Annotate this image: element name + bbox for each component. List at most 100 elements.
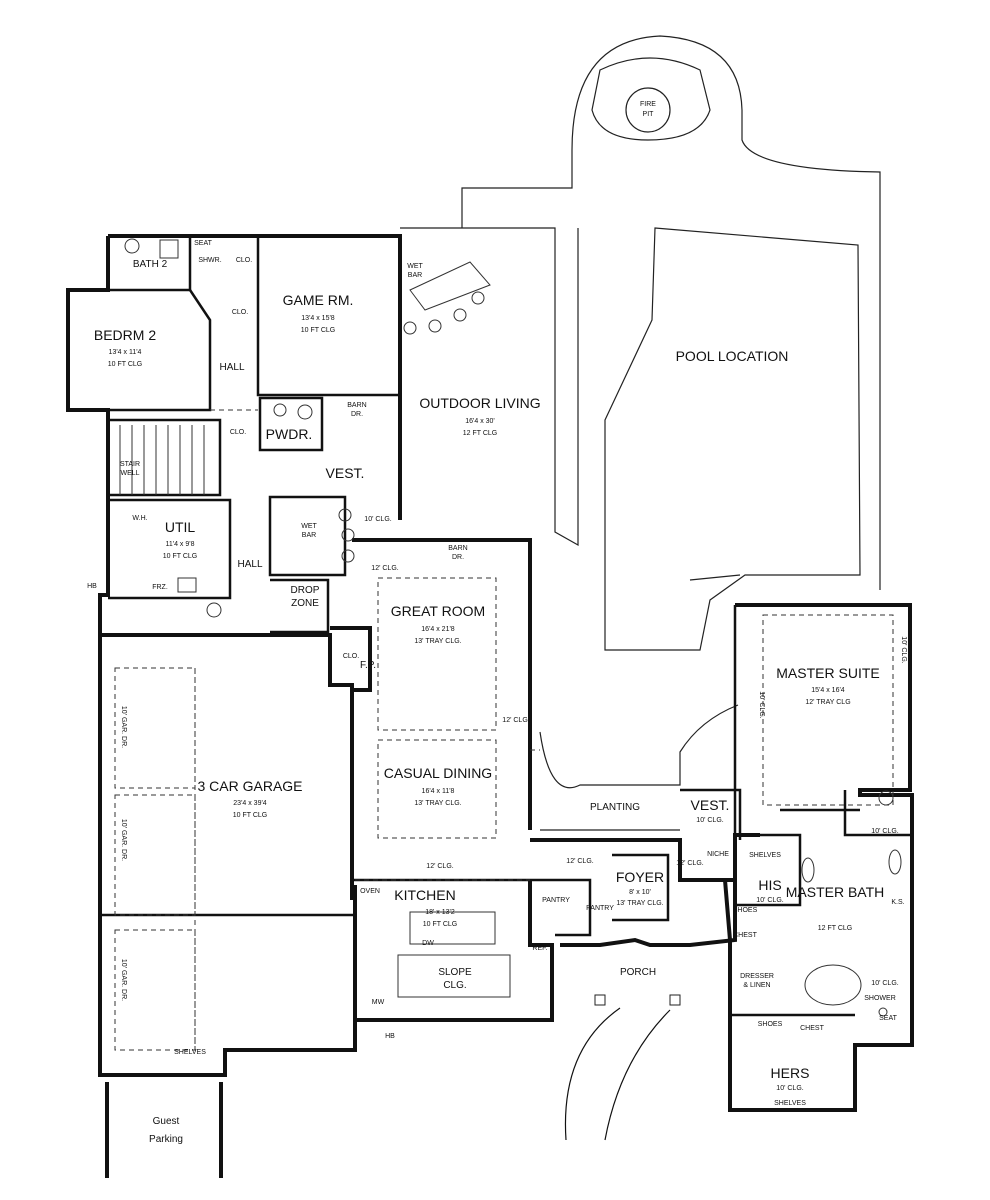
- casual-dining-size: 16'4 x 11'8: [422, 788, 455, 795]
- slope-2: CLG.: [443, 980, 466, 991]
- outdoor-living-clg: 12 FT CLG: [463, 430, 498, 437]
- chest-a: CHEST: [733, 932, 757, 939]
- drop-zone-1: DROP: [291, 585, 320, 596]
- planting-label: PLANTING: [590, 802, 640, 813]
- outdoor-living-name: OUTDOOR LIVING: [419, 395, 540, 411]
- vest-master-clg: 10' CLG.: [696, 817, 723, 824]
- bedrm2-name: BEDRM 2: [94, 327, 156, 343]
- master-suite-clg-b: 10' CLG.: [900, 636, 907, 663]
- pool-outline: [604, 227, 861, 651]
- hers-clg: 10' CLG.: [776, 1085, 803, 1092]
- ceiling-lines: [114, 409, 894, 1051]
- bedrm2-clg: 10 FT CLG: [108, 361, 143, 368]
- barn-dr-2a: BARN: [448, 545, 467, 552]
- garage-clg: 10 FT CLG: [233, 812, 268, 819]
- hers-name: HERS: [771, 1065, 810, 1081]
- util-size: 11'4 x 9'8: [165, 541, 194, 548]
- outdoor-living-size: 16'4 x 30': [465, 418, 495, 425]
- pwdr-label: PWDR.: [266, 426, 313, 442]
- foyer-clg: 13' TRAY CLG.: [616, 900, 663, 907]
- sink-icon: [124, 238, 140, 254]
- garage-shelves: SHELVES: [174, 1049, 206, 1056]
- kitchen-size: 18' x 13'2: [425, 909, 455, 916]
- wet-bar-inner-1: WET: [301, 523, 317, 530]
- hers-shelves: SHELVES: [774, 1100, 806, 1107]
- niche-label: NICHE: [707, 851, 729, 858]
- great-room-clg: 13' TRAY CLG.: [414, 638, 461, 645]
- shower-label: SHOWER: [864, 995, 896, 1002]
- dresser-2: & LINEN: [743, 982, 770, 989]
- porch-label: PORCH: [620, 967, 656, 978]
- bath2-label: BATH 2: [133, 259, 168, 270]
- tub-icon: [804, 964, 862, 1006]
- garage-door-1: 10' GAR. DR.: [120, 706, 127, 748]
- garage-name: 3 CAR GARAGE: [197, 778, 302, 794]
- dresser-1: DRESSER: [740, 973, 774, 980]
- fixtures: [119, 238, 902, 1017]
- vest-master-name: VEST.: [691, 797, 730, 813]
- stair-well-2: WELL: [120, 470, 139, 477]
- wc-clg: 10' CLG.: [871, 828, 898, 835]
- his-name: HIS: [758, 877, 781, 893]
- his-clg: 10' CLG.: [756, 897, 783, 904]
- slope-1: SLOPE: [438, 967, 472, 978]
- master-bath-clg: 12 FT CLG: [818, 925, 853, 932]
- his-shelves: SHELVES: [749, 852, 781, 859]
- bath2-clo: CLO.: [236, 257, 252, 264]
- his-shoes: SHOES: [733, 907, 758, 914]
- wet-bar-outdoor-1: WET: [407, 263, 423, 270]
- bedrm2-size: 13'4 x 11'4: [109, 349, 142, 356]
- guest-parking-1: Guest: [153, 1116, 180, 1127]
- barn-dr-1a: BARN: [347, 402, 366, 409]
- vest-label: VEST.: [326, 465, 365, 481]
- guest-parking-2: Parking: [149, 1134, 183, 1145]
- great-room-size: 16'4 x 21'8: [421, 626, 455, 633]
- master-suite-name: MASTER SUITE: [776, 665, 879, 681]
- great-room-name: GREAT ROOM: [391, 603, 485, 619]
- pantry-b: PANTRY: [586, 905, 614, 912]
- fire-pit-1: FIRE: [640, 101, 656, 108]
- fire-pit-2: PIT: [643, 111, 655, 118]
- hb-b: HB: [385, 1033, 395, 1040]
- master-suite-clg: 12' TRAY CLG: [805, 699, 850, 706]
- chest-b: CHEST: [800, 1025, 824, 1032]
- fp-clo: CLO.: [343, 653, 359, 660]
- ref-label: REF.: [532, 945, 547, 952]
- pool-label: POOL LOCATION: [676, 348, 789, 364]
- site-outlines: [105, 35, 881, 1178]
- game-rm-clg: 10 FT CLG: [301, 327, 336, 334]
- foyer-size: 8' x 10': [629, 889, 651, 896]
- hall-upper-label: HALL: [219, 362, 244, 373]
- room-labels: BATH 2 SEAT SHWR. CLO. BEDRM 2 13'4 x 11…: [87, 101, 907, 1145]
- wet-bar-inner-2: BAR: [302, 532, 316, 539]
- oven-label: OVEN: [360, 888, 380, 895]
- twelve-clg-b: 12' CLG.: [502, 717, 529, 724]
- bath2-shwr: SHWR.: [198, 257, 221, 264]
- garage-size: 23'4 x 39'4: [233, 800, 267, 807]
- fp-label: F.P.: [360, 660, 376, 671]
- ten-clg-a: 10' CLG.: [364, 516, 391, 523]
- wet-bar-outdoor-2: BAR: [408, 272, 422, 279]
- twelve-clg-a: 12' CLG.: [371, 565, 398, 572]
- stair-well-1: STAIR: [120, 461, 140, 468]
- stair-clo: CLO.: [230, 429, 246, 436]
- twelve-clg-d: 12' CLG.: [566, 858, 593, 865]
- toilet-icon: [297, 404, 313, 420]
- util-wh: W.H.: [132, 515, 147, 522]
- master-bath-name: MASTER BATH: [786, 884, 885, 900]
- casual-dining-clg: 13' TRAY CLG.: [414, 800, 461, 807]
- master-suite-size: 15'4 x 16'4: [811, 687, 845, 694]
- ks-label: K.S.: [891, 899, 904, 906]
- hers-shoes: SHOES: [758, 1021, 783, 1028]
- fire-pit-icon: [625, 87, 671, 133]
- game-rm-name: GAME RM.: [283, 292, 354, 308]
- kitchen-island: [409, 911, 496, 945]
- util-name: UTIL: [165, 519, 196, 535]
- casual-dining-name: CASUAL DINING: [384, 765, 492, 781]
- hall-lower-label: HALL: [237, 559, 262, 570]
- util-clg: 10 FT CLG: [163, 553, 198, 560]
- house-walls: [66, 234, 914, 1112]
- game-rm-size: 13'4 x 15'8: [301, 315, 335, 322]
- game-rm-clo: CLO.: [232, 309, 248, 316]
- drop-zone-2: ZONE: [291, 598, 319, 609]
